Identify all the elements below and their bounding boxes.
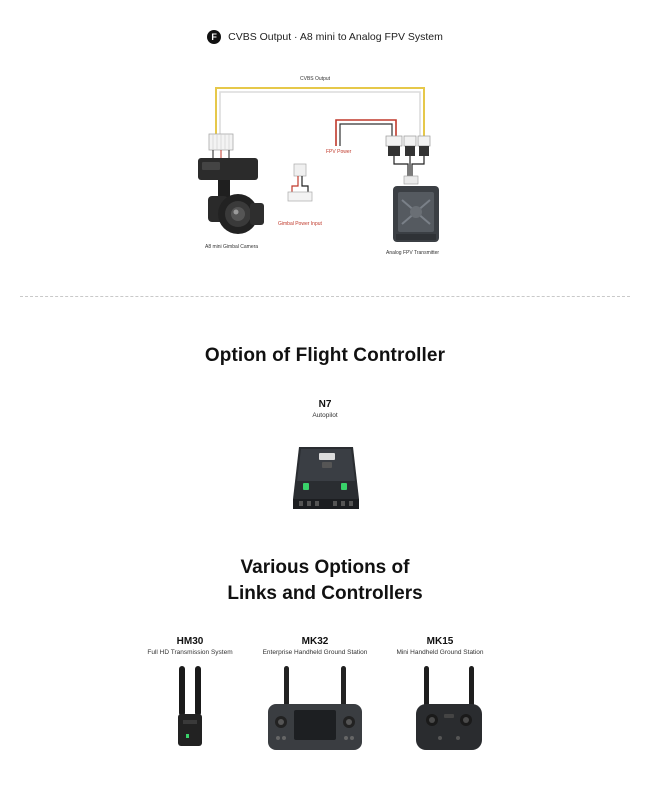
label-camera: A8 mini Gimbal Camera [205, 244, 259, 250]
transmitter-connectors [385, 135, 431, 185]
links-title-line2: Links and Controllers [227, 583, 423, 604]
n7-subtitle: Autopilot [312, 412, 338, 419]
mk32-name: MK32 [301, 636, 329, 647]
section-title: CVBS Output · A8 mini to Analog FPV Syst… [228, 31, 443, 43]
fpv-power-cable [335, 119, 397, 146]
analog-fpv-transmitter [393, 186, 439, 242]
camera-connector [208, 133, 234, 158]
hm30-subtitle: Full HD Transmission System [147, 649, 233, 656]
dashed-divider [20, 296, 630, 297]
mk32-device: MK32 Enterprise Handheld Ground Station [250, 636, 380, 656]
label-gimbal-power-input: Gimbal Power Input [278, 221, 322, 227]
mk32-subtitle: Enterprise Handheld Ground Station [262, 649, 368, 656]
gimbal-power-connector [287, 163, 313, 202]
n7-autopilot-image [293, 447, 359, 509]
n7-name: N7 [318, 399, 332, 410]
hm30-name: HM30 [176, 636, 204, 647]
section-header: F CVBS Output · A8 mini to Analog FPV Sy… [0, 30, 650, 44]
mk32-image [268, 666, 362, 750]
mk15-subtitle: Mini Handheld Ground Station [396, 649, 484, 656]
flight-controller-title: Option of Flight Controller [204, 345, 446, 366]
mk15-name: MK15 [426, 636, 454, 647]
cvbs-cable [215, 87, 425, 138]
label-fpv-power: FPV Power [326, 149, 352, 155]
mk15-image [416, 666, 482, 750]
label-cvbs-output: CVBS Output [300, 76, 331, 82]
mk15-device: MK15 Mini Handheld Ground Station [378, 636, 502, 656]
hm30-image [178, 666, 202, 746]
a8-mini-gimbal-camera [198, 158, 264, 234]
hm30-device: HM30 Full HD Transmission System [130, 636, 250, 656]
links-title-line1: Various Options of [240, 557, 410, 578]
label-transmitter: Analog FPV Transmitter [386, 250, 440, 256]
section-badge: F [207, 30, 222, 44]
wiring-diagram [198, 87, 439, 242]
